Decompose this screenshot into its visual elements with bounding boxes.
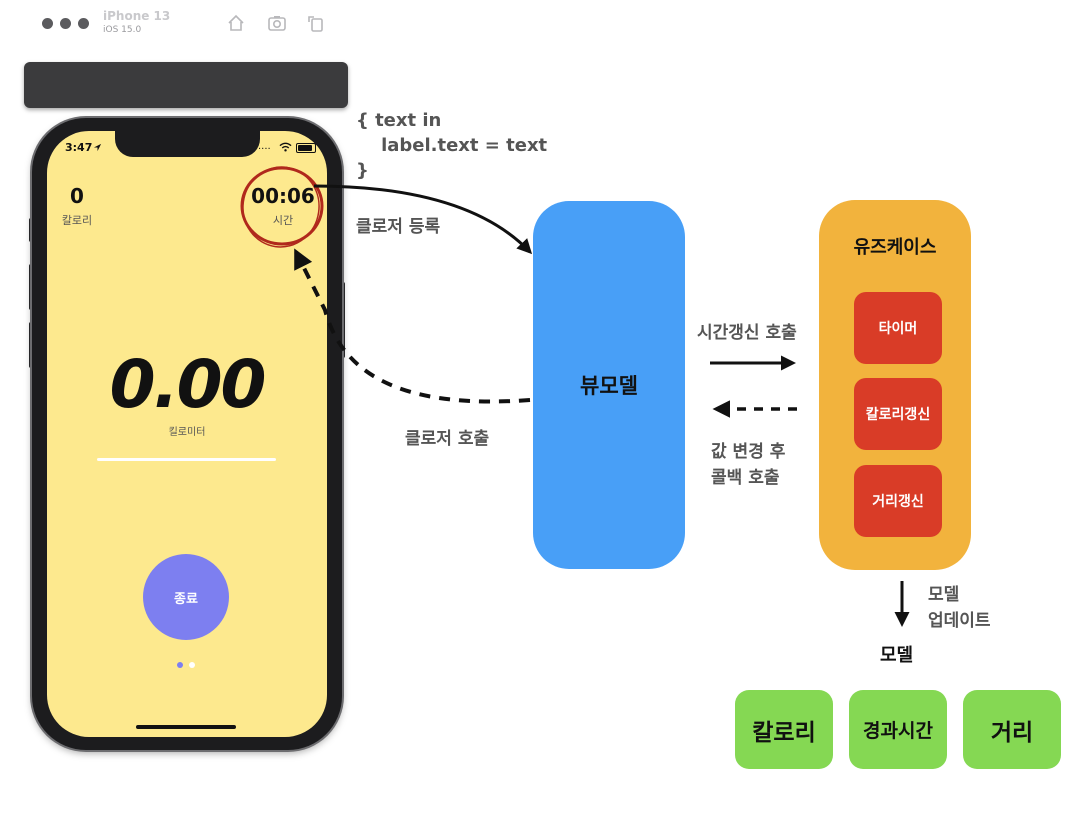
closure-code-block: { text in label.text = text } [356, 108, 547, 183]
time-highlight-circle [240, 166, 324, 248]
elapsed-time-label: 시간 [272, 214, 294, 227]
status-time: 3:47 [65, 141, 93, 154]
usecase-calorie-update: 칼로리갱신 [854, 378, 942, 450]
closure-code-line: { text in [356, 110, 442, 131]
simulator-toolbar [24, 62, 348, 108]
closure-code-line: } [356, 160, 369, 181]
location-arrow-icon [93, 143, 102, 152]
simulator-os-version: iOS 15.0 [103, 25, 142, 35]
closure-register-arrow [313, 184, 533, 255]
page-indicator-dot[interactable] [189, 662, 195, 668]
viewmodel-box: 뷰모델 [533, 201, 685, 569]
home-icon[interactable] [226, 13, 246, 33]
end-button[interactable]: 종료 [143, 554, 229, 640]
usecase-distance-update: 거리갱신 [854, 465, 942, 537]
simulator-device-name: iPhone 13 [103, 9, 171, 23]
progress-bar [97, 458, 276, 461]
window-minimize-dot[interactable] [60, 18, 71, 29]
power-button [341, 282, 345, 358]
closure-register-label: 클로저 등록 [356, 217, 441, 237]
wifi-icon [279, 142, 292, 152]
model-elapsed-time: 경과시간 [849, 690, 947, 769]
volume-up-button [29, 264, 33, 310]
mute-switch [29, 218, 33, 242]
closure-call-arrow [294, 248, 531, 404]
distance-label: 킬로미터 [168, 427, 206, 438]
screenshot-icon[interactable] [267, 13, 287, 33]
usecase-timer: 타이머 [854, 292, 942, 364]
home-indicator [136, 725, 236, 729]
window-zoom-dot[interactable] [78, 18, 89, 29]
elapsed-time-value: 00:06 [251, 184, 315, 208]
model-title: 모델 [880, 645, 914, 666]
rotate-icon[interactable] [306, 13, 326, 33]
window-close-dot[interactable] [42, 18, 53, 29]
model-update-label: 모델 업데이트 [928, 582, 991, 634]
model-update-line: 모델 [928, 585, 960, 605]
phone-notch [115, 131, 260, 157]
callback-label-line2: 콜백 호출 [711, 468, 780, 488]
model-distance: 거리 [963, 690, 1061, 769]
calorie-label: 칼로리 [61, 214, 93, 227]
callback-label-line1: 값 변경 후 [711, 442, 786, 462]
calorie-value: 0 [70, 184, 84, 208]
model-calorie: 칼로리 [735, 690, 833, 769]
closure-code-line: label.text = text [356, 135, 548, 156]
cellular-signal: .... [258, 141, 271, 152]
closure-call-label: 클로저 호출 [405, 429, 490, 449]
page-indicator-dot-active[interactable] [177, 662, 183, 668]
time-update-call-label: 시간갱신 호출 [697, 323, 797, 343]
model-update-line: 업데이트 [928, 611, 991, 631]
volume-down-button [29, 322, 33, 368]
usecase-title: 유즈케이스 [853, 237, 937, 258]
battery-icon [296, 143, 316, 153]
distance-value: 0.00 [109, 346, 267, 423]
